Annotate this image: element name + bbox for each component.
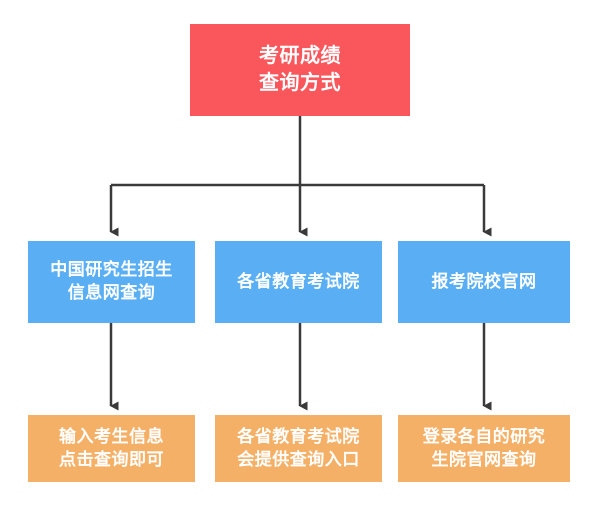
- node-level3-1: 输入考生信息 点击查询即可: [28, 415, 195, 482]
- node-level2-3: 报考院校官网: [398, 241, 570, 323]
- node-level3-3: 登录各自的研究 生院官网查询: [398, 415, 570, 482]
- node-level3-2: 各省教育考试院 会提供查询入口: [215, 415, 382, 482]
- node-level2-2: 各省教育考试院: [215, 241, 382, 323]
- node-root: 考研成绩 查询方式: [190, 24, 410, 116]
- node-level2-1: 中国研究生招生 信息网查询: [28, 241, 195, 323]
